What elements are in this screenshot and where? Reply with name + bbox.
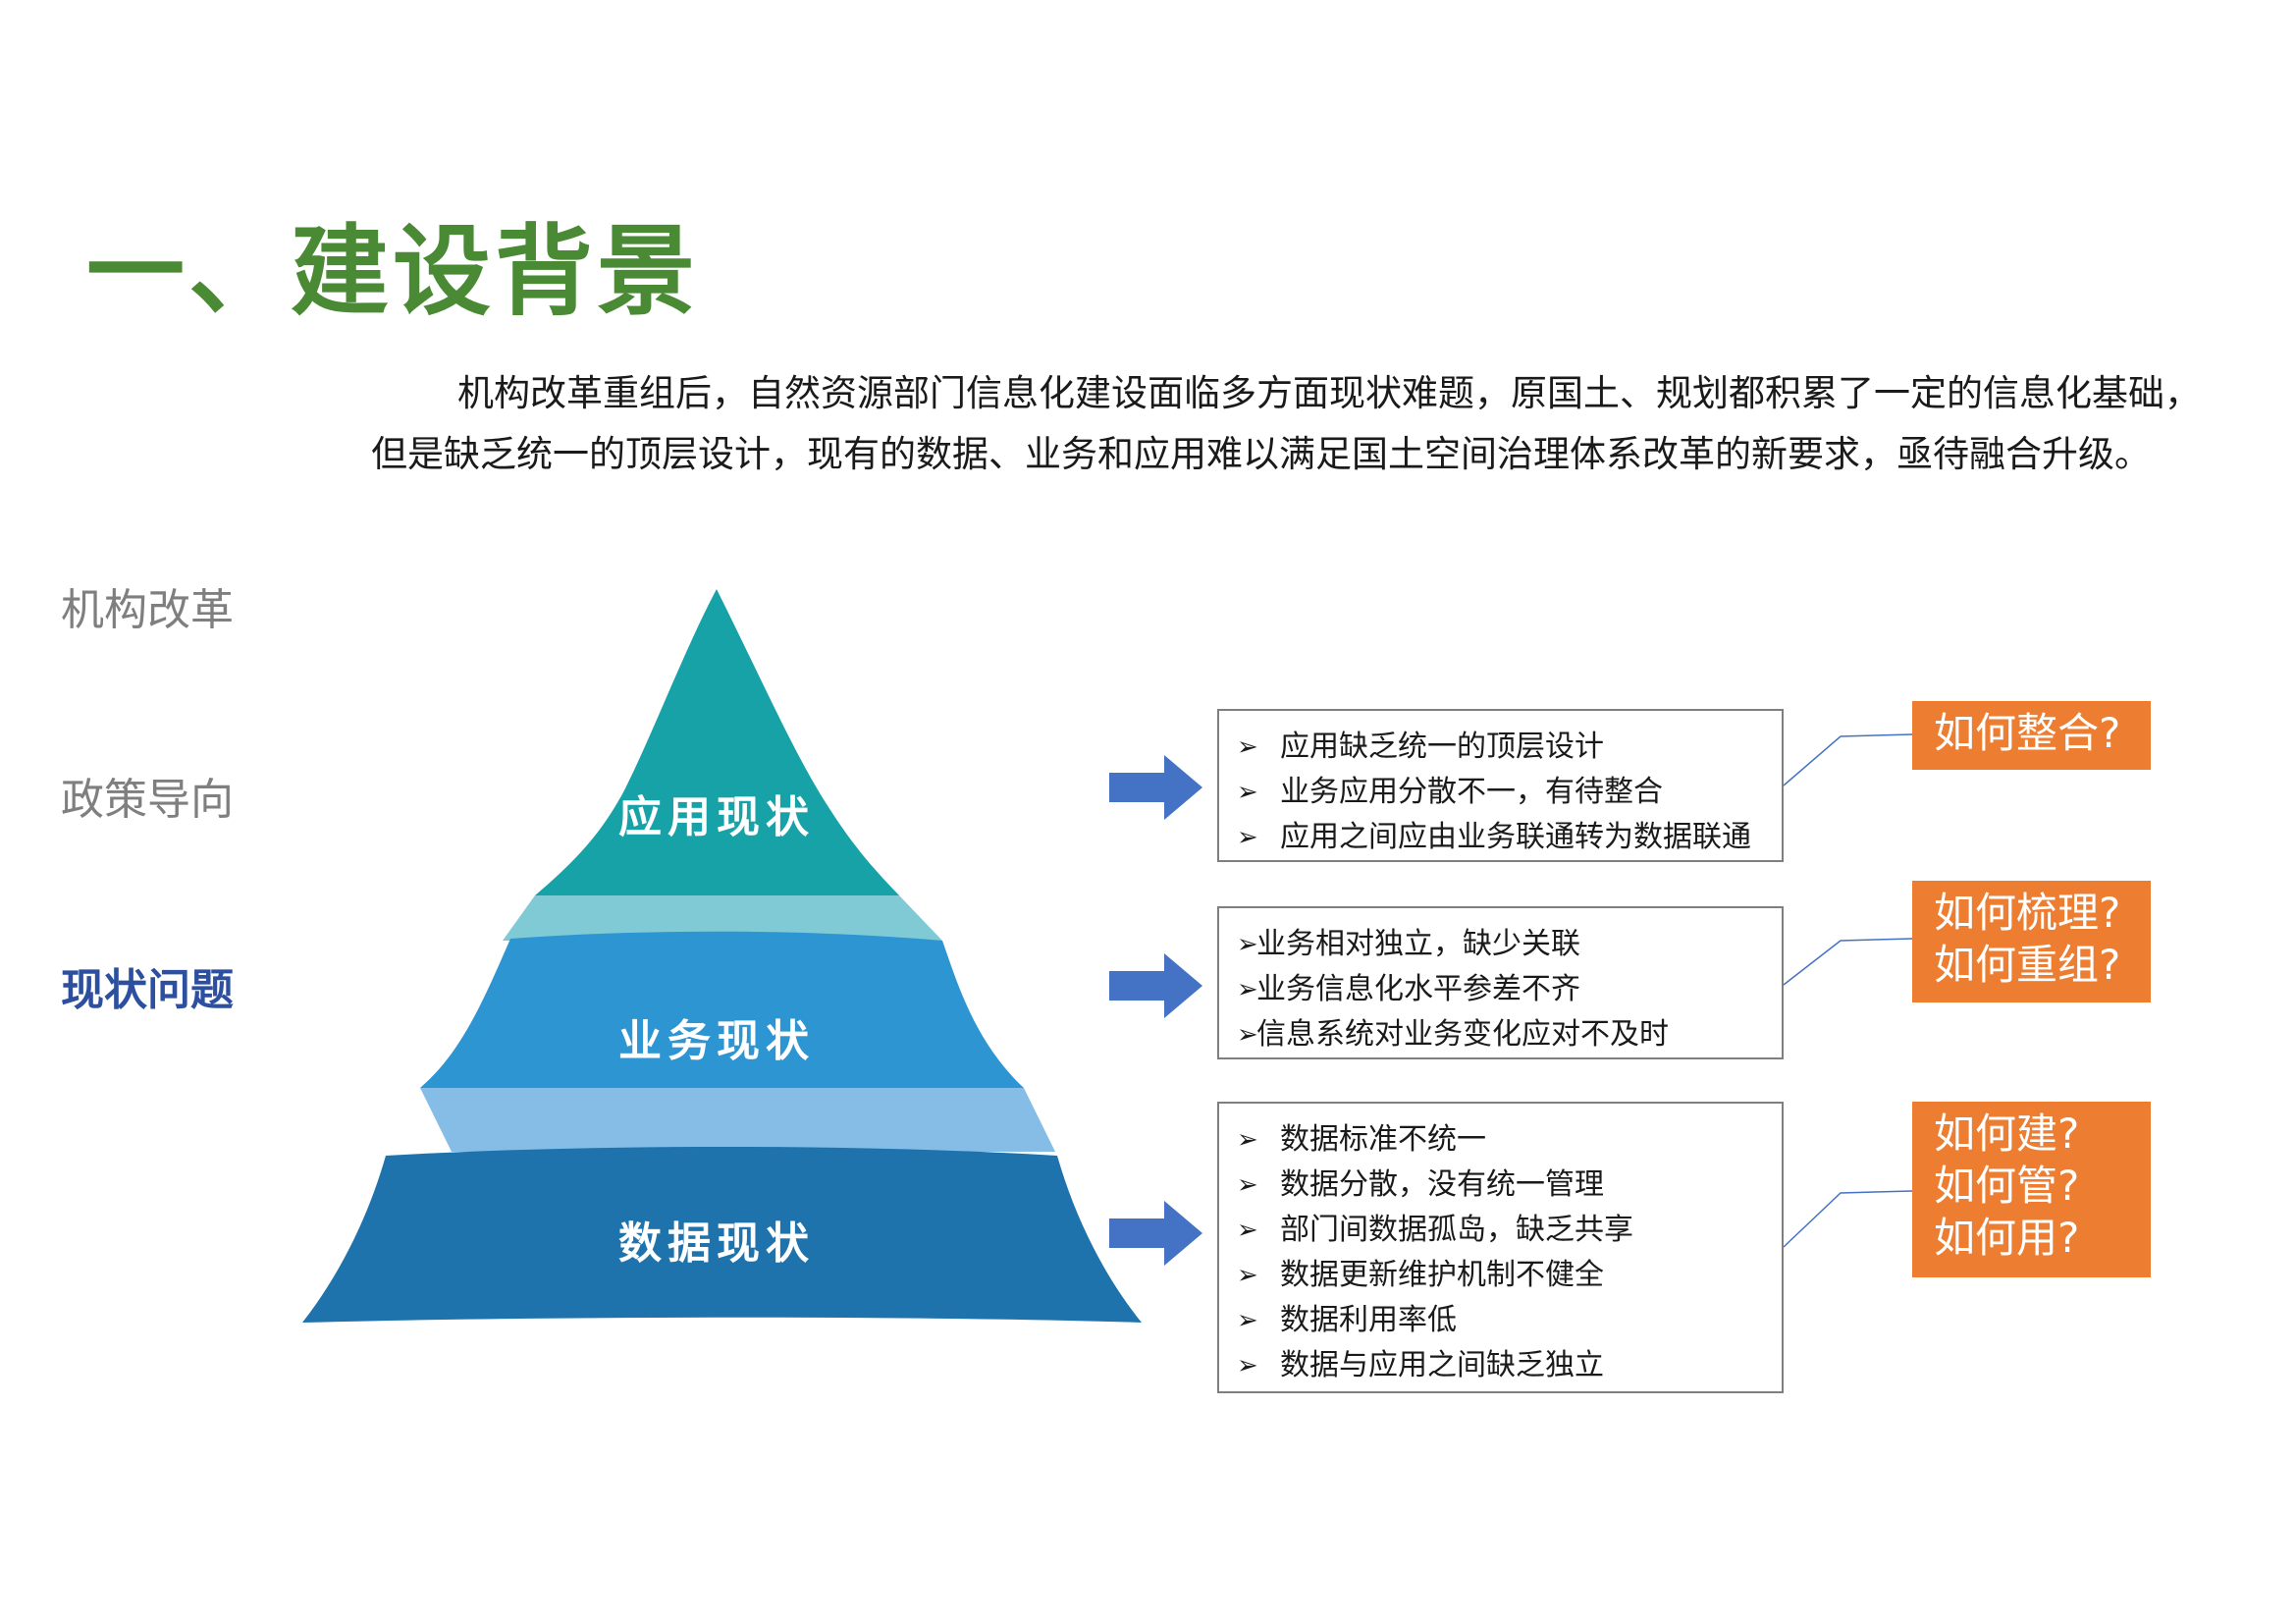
right-arrow-icon xyxy=(1109,953,1202,1018)
list-item: ➢数据利用率低 xyxy=(1237,1298,1782,1343)
triangle-bullet-icon: ➢ xyxy=(1237,823,1258,852)
triangle-bullet-icon: ➢ xyxy=(1237,975,1258,1004)
callout-connector-application xyxy=(1783,733,1913,786)
tier-middle-shape xyxy=(420,931,1024,1088)
triangle-bullet-icon: ➢ xyxy=(1237,1020,1258,1050)
callout-connector-business xyxy=(1783,938,1913,986)
info-box-business: ➢业务相对独立，缺少关联 ➢业务信息化水平参差不齐 ➢信息系统对业务变化应对不及… xyxy=(1217,906,1784,1059)
right-arrow-icon xyxy=(1109,1201,1202,1266)
side-label-reform: 机构改革 xyxy=(61,585,234,635)
page-title: 一、建设背景 xyxy=(86,214,699,329)
info-box-application: ➢应用缺乏统一的顶层设计 ➢业务应用分散不一，有待整合 ➢应用之间应由业务联通转… xyxy=(1217,709,1784,862)
list-item: ➢业务相对独立，缺少关联 xyxy=(1237,922,1782,967)
list-item: ➢数据更新维护机制不健全 xyxy=(1237,1253,1782,1298)
connector-band-top xyxy=(503,895,942,941)
list-item: ➢应用缺乏统一的顶层设计 xyxy=(1237,725,1782,770)
question-callout-application: 如何整合? xyxy=(1912,701,2151,770)
side-label-problems: 现状问题 xyxy=(61,965,234,1015)
list-item: ➢应用之间应由业务联通转为数据联通 xyxy=(1237,815,1782,860)
triangle-bullet-icon: ➢ xyxy=(1237,1170,1258,1200)
question-callout-data: 如何建? 如何管? 如何用? xyxy=(1912,1102,2151,1277)
triangle-bullet-icon: ➢ xyxy=(1237,1351,1258,1380)
triangle-bullet-icon: ➢ xyxy=(1237,930,1258,959)
tier-label-application: 应用现状 xyxy=(618,792,815,842)
triangle-bullet-icon: ➢ xyxy=(1237,1261,1258,1290)
list-item: ➢数据与应用之间缺乏独立 xyxy=(1237,1343,1782,1388)
side-label-policy: 政策导向 xyxy=(61,775,234,825)
triangle-bullet-icon: ➢ xyxy=(1237,1216,1258,1245)
tier-label-data: 数据现状 xyxy=(618,1218,815,1269)
tier-top-shape xyxy=(535,589,899,895)
list-item: ➢数据标准不统一 xyxy=(1237,1117,1782,1163)
list-item: ➢业务信息化水平参差不齐 xyxy=(1237,967,1782,1012)
triangle-bullet-icon: ➢ xyxy=(1237,1306,1258,1335)
list-item: ➢数据分散，没有统一管理 xyxy=(1237,1163,1782,1208)
tier-label-business: 业务现状 xyxy=(618,1016,815,1066)
question-callout-business: 如何梳理? 如何重组? xyxy=(1912,881,2151,1002)
info-box-data: ➢数据标准不统一 ➢数据分散，没有统一管理 ➢部门间数据孤岛，缺乏共享 ➢数据更… xyxy=(1217,1102,1784,1393)
tier-bottom-shape xyxy=(302,1147,1142,1323)
intro-paragraph: 机构改革重组后，自然资源部门信息化建设面临多方面现状难题，原国土、规划都积累了一… xyxy=(371,372,2201,475)
connector-band-bottom xyxy=(420,1088,1055,1152)
list-item: ➢信息系统对业务变化应对不及时 xyxy=(1237,1012,1782,1057)
list-item: ➢业务应用分散不一，有待整合 xyxy=(1237,770,1782,815)
callout-connector-data xyxy=(1783,1190,1913,1248)
triangle-bullet-icon: ➢ xyxy=(1237,1125,1258,1155)
triangle-bullet-icon: ➢ xyxy=(1237,732,1258,762)
list-item: ➢部门间数据孤岛，缺乏共享 xyxy=(1237,1208,1782,1253)
triangle-bullet-icon: ➢ xyxy=(1237,778,1258,807)
right-arrow-icon xyxy=(1109,755,1202,820)
